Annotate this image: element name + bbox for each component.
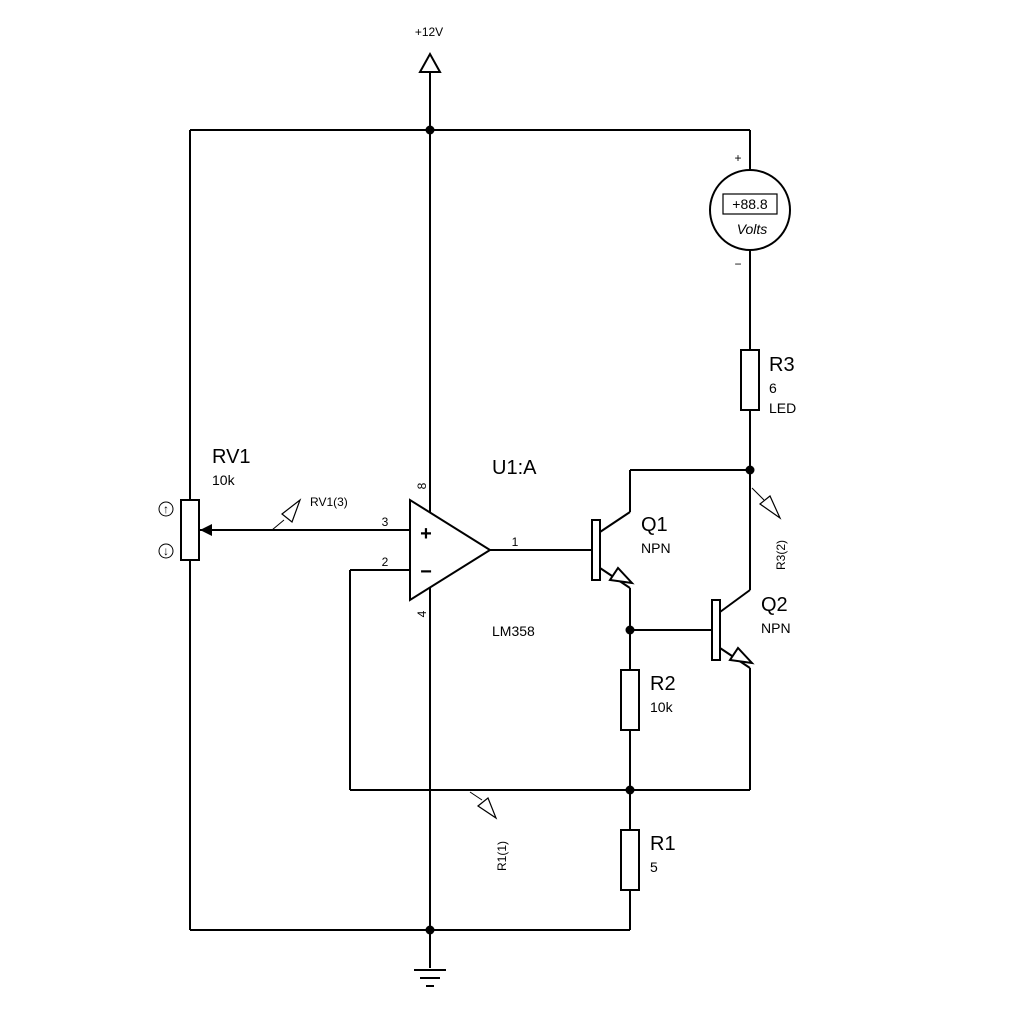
- junctions: [425, 125, 755, 935]
- q2-ref: Q2: [761, 594, 788, 616]
- opamp-ref: U1:A: [492, 457, 537, 479]
- transistor-q2: Q2 NPN: [711, 589, 791, 669]
- voltmeter: +88.8 Volts + −: [709, 151, 791, 271]
- opamp-minus-sign: −: [420, 561, 432, 583]
- junction-bottom: [425, 925, 435, 935]
- ground-symbol: [414, 969, 446, 987]
- voltmeter-plus: +: [734, 151, 741, 165]
- r3-ref: R3: [769, 354, 795, 376]
- q1-ref: Q1: [641, 514, 668, 536]
- rv1-ref: RV1: [212, 446, 251, 468]
- r1-ref: R1: [650, 833, 676, 855]
- voltmeter-reading: +88.8: [732, 196, 768, 212]
- junction-r3-q1: [745, 465, 755, 475]
- supply-label: +12V: [415, 25, 443, 39]
- r2-ref: R2: [650, 673, 676, 695]
- opamp-pin4: 4: [415, 610, 429, 617]
- opamp-pin2: 2: [382, 555, 389, 569]
- wires: [189, 70, 751, 968]
- junction-q2-base: [625, 625, 635, 635]
- r3-note: LED: [769, 400, 796, 416]
- probe-rv1-label: RV1(3): [310, 495, 348, 509]
- q1-type: NPN: [641, 540, 671, 556]
- decrease-icon: ↓: [163, 544, 169, 558]
- probe-r3: R3(2): [751, 487, 788, 570]
- transistor-q1: Q1 NPN: [591, 511, 671, 589]
- resistor-r2: R2 10k: [620, 669, 676, 731]
- supply-terminal: +12V: [415, 25, 443, 73]
- r2-value: 10k: [650, 699, 674, 715]
- potentiometer-rv1: ↑ ↓ RV1 10k: [158, 446, 251, 561]
- rv1-value: 10k: [212, 472, 236, 488]
- q2-type: NPN: [761, 620, 791, 636]
- junction-feedback: [625, 785, 635, 795]
- r3-value: 6: [769, 380, 777, 396]
- opamp-pin1: 1: [512, 535, 519, 549]
- wiper-arrow: [200, 524, 212, 536]
- probe-r1: R1(1): [469, 791, 509, 871]
- voltmeter-minus: −: [734, 257, 741, 271]
- increase-icon: ↑: [163, 502, 169, 516]
- opamp-pin3: 3: [382, 515, 389, 529]
- opamp-part: LM358: [492, 623, 535, 639]
- resistor-r1: R1 5: [620, 829, 676, 891]
- probe-rv1: RV1(3): [271, 495, 348, 531]
- voltmeter-unit: Volts: [737, 221, 768, 237]
- junction-top: [425, 125, 435, 135]
- resistor-r3: R3 6 LED: [740, 349, 796, 416]
- opamp-pin8: 8: [415, 482, 429, 489]
- r1-value: 5: [650, 859, 658, 875]
- opamp-u1a: + − 3 2 1 8 4 U1:A LM358: [382, 457, 537, 639]
- probe-r3-label: R3(2): [774, 540, 788, 570]
- probe-r1-label: R1(1): [495, 841, 509, 871]
- opamp-plus-sign: +: [420, 523, 432, 545]
